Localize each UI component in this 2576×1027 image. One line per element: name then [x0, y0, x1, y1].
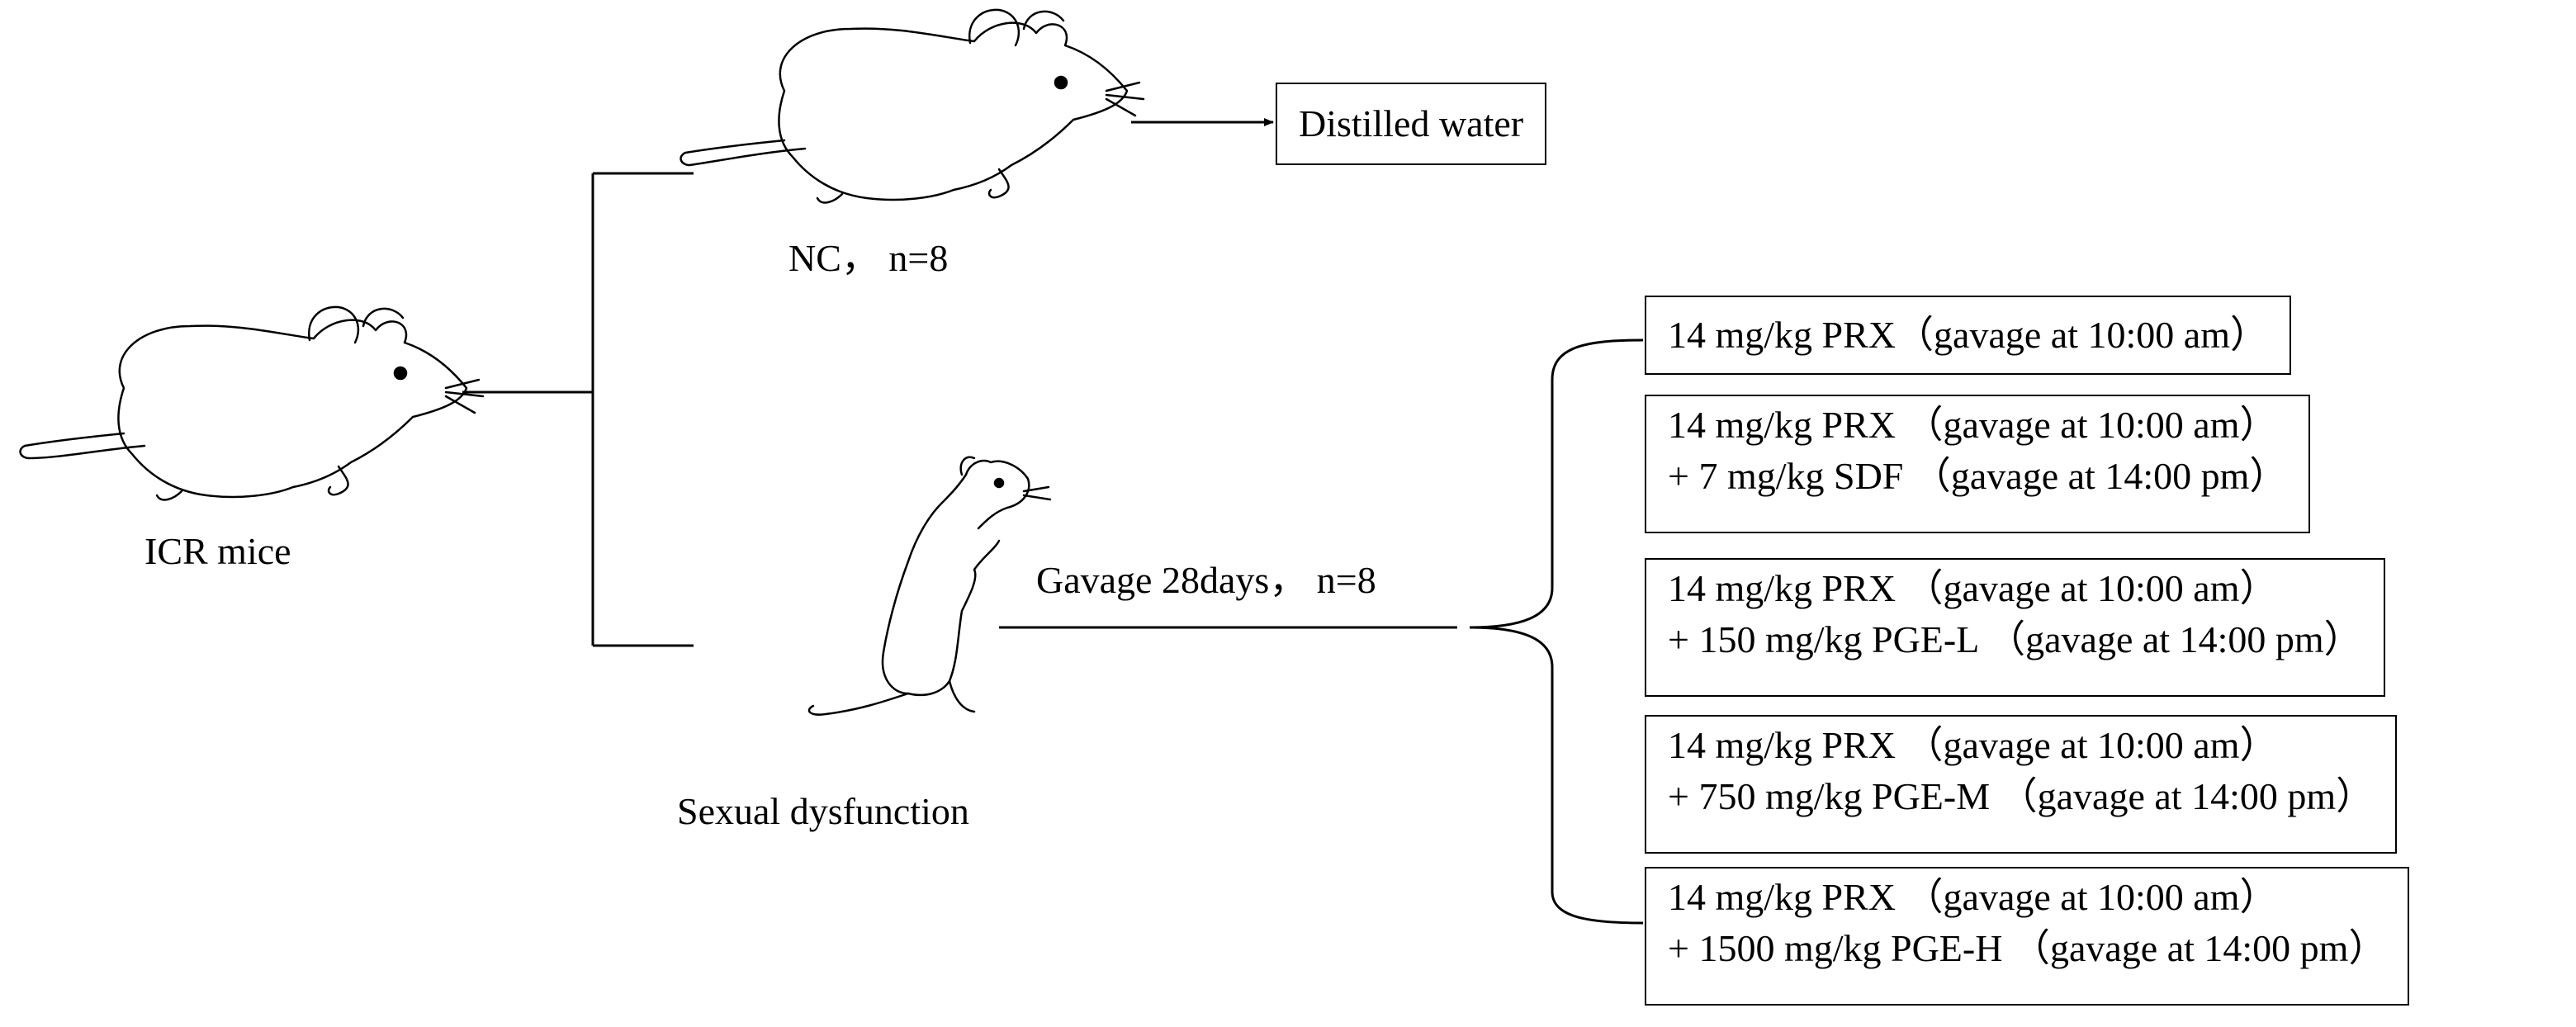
treatment-line-2: + 750 mg/kg PGE-M （gavage at 14:00 pm） [1668, 775, 2375, 817]
mouse-icon [19, 305, 485, 501]
control-outcome-label: Distilled water [1299, 102, 1524, 144]
control-outcome-box: Distilled water [1276, 83, 1547, 165]
treatment-line-2: + 7 mg/kg SDF （gavage at 14:00 pm） [1668, 455, 2288, 497]
model-group-label: Sexual dysfunction [677, 790, 969, 832]
treatment-box-3: 14 mg/kg PRX （gavage at 10:00 am） + 150 … [1645, 558, 2385, 697]
treatment-line-1: 14 mg/kg PRX（gavage at 10:00 am） [1668, 314, 2268, 356]
treatment-line-1: 14 mg/kg PRX （gavage at 10:00 am） [1668, 876, 2278, 918]
mouse-icon [680, 8, 1145, 204]
gavage-label: Gavage 28days， n=8 [1036, 559, 1376, 601]
start-label: ICR mice [144, 530, 291, 572]
treatment-line-2: + 1500 mg/kg PGE-H （gavage at 14:00 pm） [1668, 927, 2387, 969]
treatment-line-2: + 150 mg/kg PGE-L （gavage at 14:00 pm） [1668, 618, 2362, 660]
treatment-box-5: 14 mg/kg PRX （gavage at 10:00 am） + 1500… [1645, 867, 2410, 1006]
treatment-box-1: 14 mg/kg PRX（gavage at 10:00 am） [1645, 296, 2291, 375]
treatment-box-4: 14 mg/kg PRX （gavage at 10:00 am） + 750 … [1645, 715, 2398, 854]
treatment-line-1: 14 mg/kg PRX （gavage at 10:00 am） [1668, 724, 2278, 766]
standing-mouse-icon [807, 456, 1052, 716]
treatment-line-1: 14 mg/kg PRX （gavage at 10:00 am） [1668, 404, 2278, 446]
control-group-label: NC， n=8 [788, 237, 949, 279]
treatment-line-1: 14 mg/kg PRX （gavage at 10:00 am） [1668, 567, 2278, 609]
treatment-box-2: 14 mg/kg PRX （gavage at 10:00 am） + 7 mg… [1645, 395, 2311, 533]
